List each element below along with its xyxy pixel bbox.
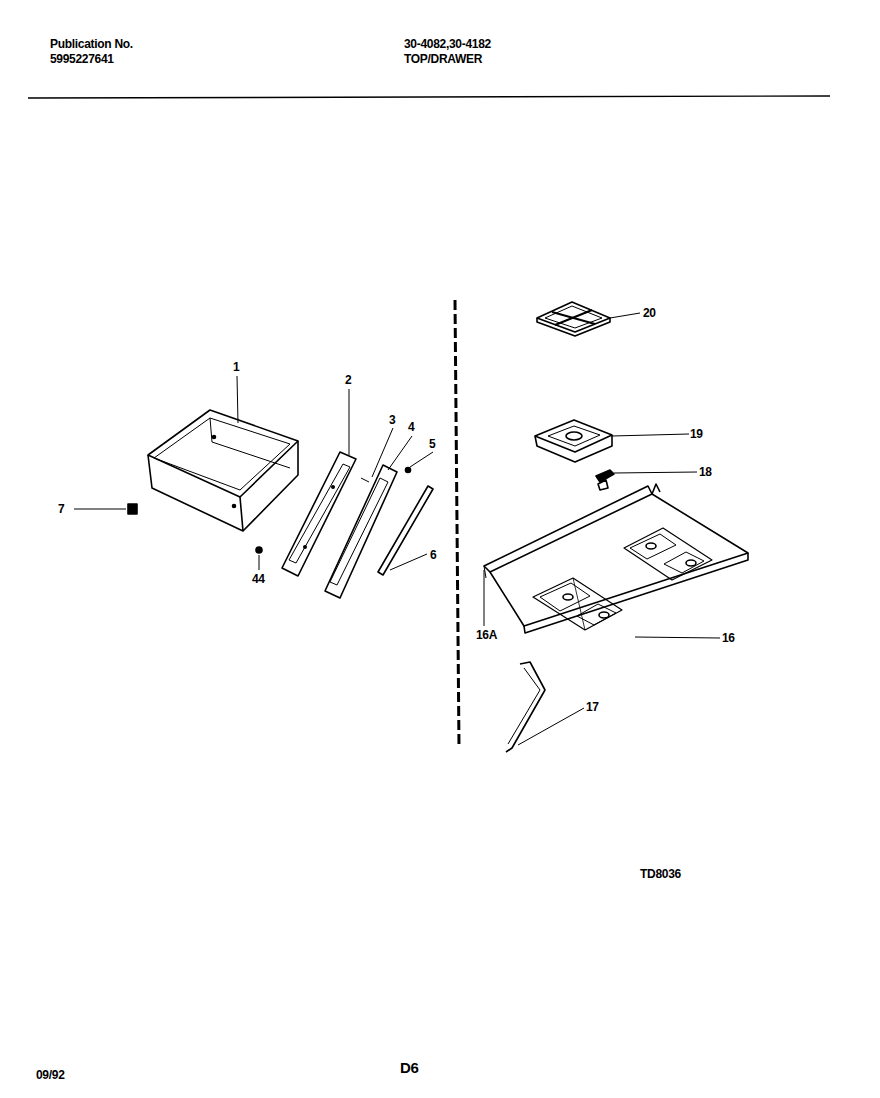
drawer-glide: [256, 547, 262, 553]
callout-number: 16A: [476, 628, 497, 642]
callout-number: 7: [58, 502, 64, 516]
callout-number: 4: [408, 420, 414, 434]
header-text: Publication No.: [50, 37, 133, 51]
cooktop-support-rod: [506, 662, 545, 752]
diagram-title: TOP/DRAWER: [404, 52, 482, 66]
drawer-panel: [282, 452, 356, 576]
header-text: 5995227641: [50, 52, 114, 66]
callout-number: 3: [389, 413, 395, 427]
screw: [406, 468, 411, 473]
callout-number: 2: [345, 373, 351, 387]
callout-number: 17: [586, 700, 599, 714]
header-rule: [28, 96, 830, 98]
callout-number: 44: [252, 572, 265, 586]
callout-number: 5: [429, 437, 435, 451]
callout-number: 20: [643, 306, 656, 320]
trim-strip: [378, 486, 433, 575]
header-text: 09/92: [36, 1068, 65, 1082]
callout-number: 19: [690, 427, 703, 441]
divider-line: [455, 300, 459, 746]
callout-number: 1: [233, 360, 239, 374]
burner-pan: [535, 420, 612, 462]
drawer-box: [148, 410, 298, 531]
cooktop: [484, 484, 748, 633]
drawer-clip: [128, 504, 137, 514]
callout-number: 6: [430, 548, 436, 562]
burner-part: [596, 470, 614, 490]
callout-number: 16: [722, 631, 735, 645]
header-text: 30-4082,30-4182: [404, 37, 491, 51]
callout-number: 18: [699, 465, 712, 479]
header-text: D6: [400, 1061, 419, 1075]
leader-lines: [74, 313, 720, 745]
burner-grate: [537, 302, 610, 336]
header-text: TD8036: [640, 867, 681, 881]
drawer-front: [325, 465, 397, 598]
